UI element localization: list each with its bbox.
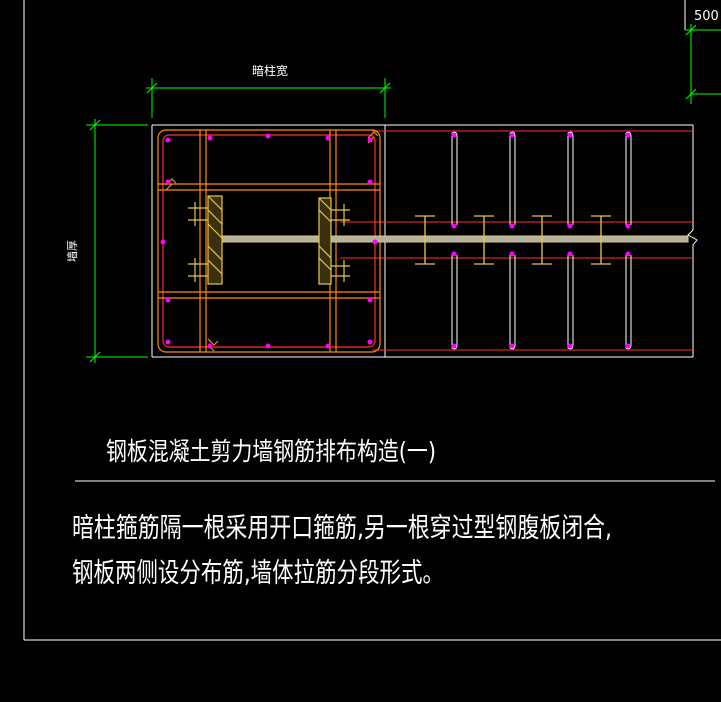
drawing-title: 钢板混凝土剪力墙钢筋排布构造(一) [106, 437, 436, 466]
drawing-note-line-2: 钢板两侧设分布筋,墙体拉筋分段形式。 [72, 558, 444, 589]
dimension-column-width [146, 78, 391, 118]
dimension-top-right: 500 [684, 0, 721, 104]
steel-section-left [188, 195, 223, 285]
shear-stud [474, 215, 494, 265]
wall-outline [151, 124, 698, 358]
shear-studs [415, 215, 611, 265]
dimension-wall-thickness [86, 119, 148, 363]
wall-distribution-bars [340, 130, 693, 351]
dim-top-right-text: 500 [694, 9, 719, 24]
steel-web-plate [207, 235, 689, 243]
steel-section-right [318, 197, 350, 285]
dim-column-width-text: 暗柱宽 [252, 63, 288, 78]
shear-stud [415, 215, 435, 265]
drawing-frame [23, 0, 721, 641]
shear-stud [591, 215, 611, 265]
dim-wall-thickness-text: 墙厚 [65, 240, 79, 262]
wall-tie-bars [451, 131, 632, 350]
shear-stud [532, 215, 552, 265]
longitudinal-bar-dots [160, 132, 631, 349]
drawing-note-line-1: 暗柱箍筋隔一根采用开口箍筋,另一根穿过型钢腹板闭合, [72, 513, 612, 544]
